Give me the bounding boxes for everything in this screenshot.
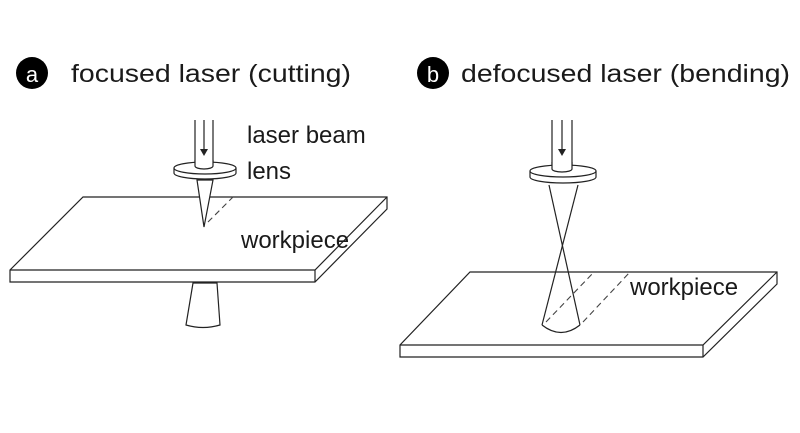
focused-cone xyxy=(196,179,214,228)
panel-b-title: defocused laser (bending) xyxy=(461,60,790,88)
arrow-down-icon xyxy=(200,149,208,156)
panel-b: b defocused laser (bending) workpiece xyxy=(399,57,790,358)
workpiece-b xyxy=(399,271,778,358)
defocused-beam xyxy=(541,184,581,334)
exit-cone xyxy=(185,282,221,329)
bend-line-2 xyxy=(582,271,631,323)
badge-b xyxy=(417,57,449,89)
lens-b xyxy=(529,162,597,184)
label-lens: lens xyxy=(247,158,291,185)
laser-beam-b xyxy=(551,120,573,170)
label-workpiece-b: workpiece xyxy=(629,274,738,301)
badge-a-letter: a xyxy=(26,62,39,87)
badge-b-letter: b xyxy=(427,62,439,87)
workpiece-a xyxy=(9,196,388,283)
lens-a xyxy=(173,160,237,180)
cut-line-a xyxy=(207,196,234,223)
arrow-down-icon xyxy=(558,149,566,156)
badge-a xyxy=(16,57,48,89)
label-laser-beam: laser beam xyxy=(247,122,366,149)
label-workpiece-a: workpiece xyxy=(240,227,349,254)
panel-a-title: focused laser (cutting) xyxy=(71,60,351,88)
panel-a: a focused laser (cutting) laser beam len… xyxy=(9,57,388,329)
bend-line-1 xyxy=(545,271,595,323)
